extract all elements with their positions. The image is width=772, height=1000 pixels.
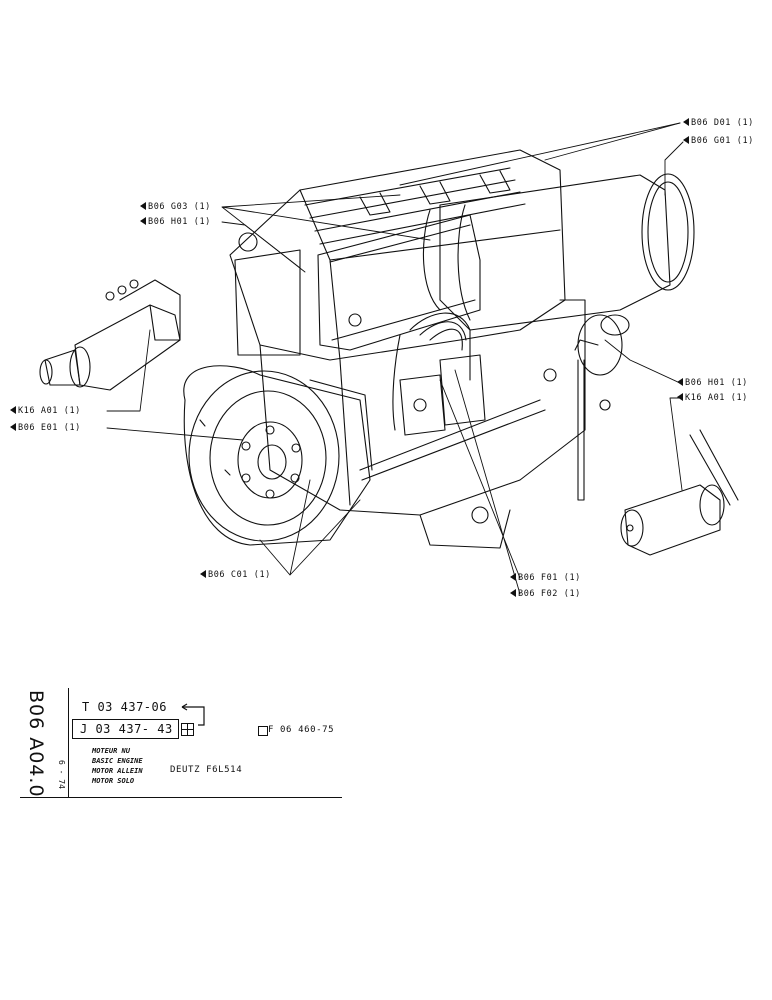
reference-j-box	[72, 719, 179, 739]
triangle-marker-icon	[677, 378, 683, 386]
callout-b06-d01: B06 D01 (1)	[683, 118, 754, 128]
callout-text: K16 A01 (1)	[18, 406, 81, 416]
callout-text: B06 D01 (1)	[691, 118, 754, 128]
triangle-marker-icon	[677, 393, 683, 401]
callout-text: B06 G01 (1)	[691, 136, 754, 146]
callout-b06-h01-right: B06 H01 (1)	[677, 378, 748, 388]
injection-pipes	[392, 312, 486, 436]
callout-b06-f02: B06 F02 (1)	[510, 589, 581, 599]
description-es: MOTOR SOLO	[92, 777, 135, 785]
flywheel	[183, 365, 373, 546]
triangle-marker-icon	[510, 589, 516, 597]
callout-b06-g01: B06 G01 (1)	[683, 136, 754, 146]
starter-motor-right	[620, 429, 739, 556]
title-block-divider	[68, 688, 70, 798]
starter-motor-left	[39, 279, 181, 391]
grid-symbol-icon	[181, 723, 194, 736]
triangle-marker-icon	[683, 118, 689, 126]
reference-j: J 03 437- 43	[80, 722, 173, 736]
oil-filter	[574, 314, 630, 376]
callout-b06-e01: B06 E01 (1)	[10, 423, 81, 433]
checkbox-icon	[258, 726, 268, 736]
description-en: BASIC ENGINE	[92, 757, 143, 765]
callout-text: B06 F02 (1)	[518, 589, 581, 599]
reference-t: T 03 437-06	[82, 700, 167, 714]
callout-b06-f01: B06 F01 (1)	[510, 573, 581, 583]
engine-block	[229, 149, 611, 549]
callout-text: B06 G03 (1)	[148, 202, 211, 212]
callout-text: B06 H01 (1)	[685, 378, 748, 388]
callout-b06-g03: B06 G03 (1)	[140, 202, 211, 212]
callout-text: B06 E01 (1)	[18, 423, 81, 433]
drawing-date-vertical: 6 - 74	[57, 760, 66, 789]
callout-text: B06 H01 (1)	[148, 217, 211, 227]
engine-model: DEUTZ F6L514	[170, 765, 243, 775]
drawing-code-vertical: B06 A04.0	[25, 690, 47, 798]
reference-f: F 06 460-75	[268, 725, 335, 735]
triangle-marker-icon	[200, 570, 206, 578]
callout-k16-a01-right: K16 A01 (1)	[677, 393, 748, 403]
description-de: MOTOR ALLEIN	[92, 767, 143, 775]
triangle-marker-icon	[510, 573, 516, 581]
leader-lines	[106, 122, 684, 595]
description-fr: MOTEUR NU	[92, 747, 130, 755]
callout-text: B06 C01 (1)	[208, 570, 271, 580]
callout-b06-c01: B06 C01 (1)	[200, 570, 271, 580]
callout-text: B06 F01 (1)	[518, 573, 581, 583]
callout-k16-a01-left: K16 A01 (1)	[10, 406, 81, 416]
arrow-link-icon	[181, 703, 205, 726]
triangle-marker-icon	[683, 136, 689, 144]
callout-text: K16 A01 (1)	[685, 393, 748, 403]
callout-b06-h01-left: B06 H01 (1)	[140, 217, 211, 227]
triangle-marker-icon	[10, 406, 16, 414]
triangle-marker-icon	[140, 202, 146, 210]
blower-housing	[422, 173, 695, 331]
triangle-marker-icon	[10, 423, 16, 431]
air-guide-cover	[234, 214, 481, 356]
triangle-marker-icon	[140, 217, 146, 225]
title-block-baseline	[20, 797, 342, 799]
